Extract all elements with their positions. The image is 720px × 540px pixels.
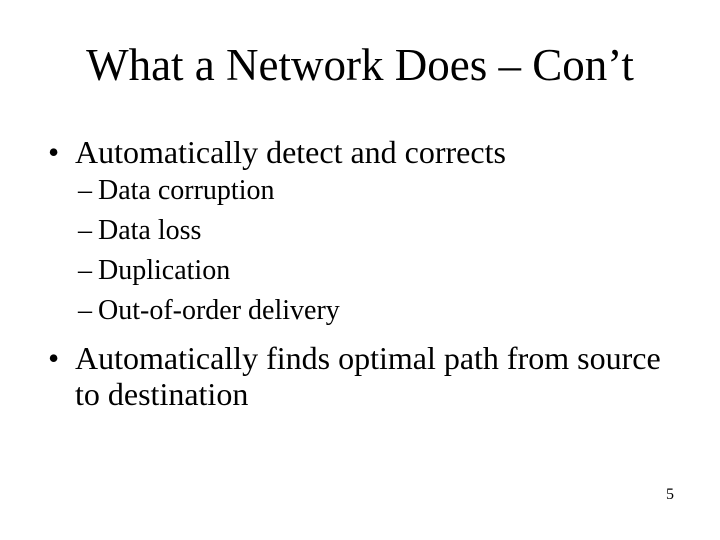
bullet-item-2-label: Automatically finds optimal path from so… [75,340,661,412]
slide-title: What a Network Does – Con’t [86,40,634,90]
sub-bullet-item-1-label: Data corruption [98,175,275,206]
sub-bullet-list: – Data corruption – Data loss – Duplicat… [48,171,678,331]
page-number: 5 [666,486,674,503]
bullet-item-1-label: Automatically detect and corrects [75,134,506,170]
sub-bullet-item-1: – Data corruption [48,171,678,211]
sub-bullet-item-3: – Duplication [48,251,678,291]
bullet-icon: • [48,134,60,170]
bullet-item-1: • Automatically detect and corrects [48,134,678,170]
bullet-item-2: • Automatically finds optimal path from … [48,340,678,412]
sub-bullet-item-4-label: Out-of-order delivery [98,295,340,326]
dash-icon: – [78,175,92,206]
bullet-icon: • [48,340,60,376]
sub-bullet-item-2-label: Data loss [98,215,202,246]
dash-icon: – [78,295,92,326]
dash-icon: – [78,215,92,246]
slide-body: • Automatically detect and corrects – Da… [48,134,678,412]
dash-icon: – [78,255,92,286]
sub-bullet-item-3-label: Duplication [98,255,231,286]
sub-bullet-item-2: – Data loss [48,211,678,251]
sub-bullet-item-4: – Out-of-order delivery [48,291,678,331]
